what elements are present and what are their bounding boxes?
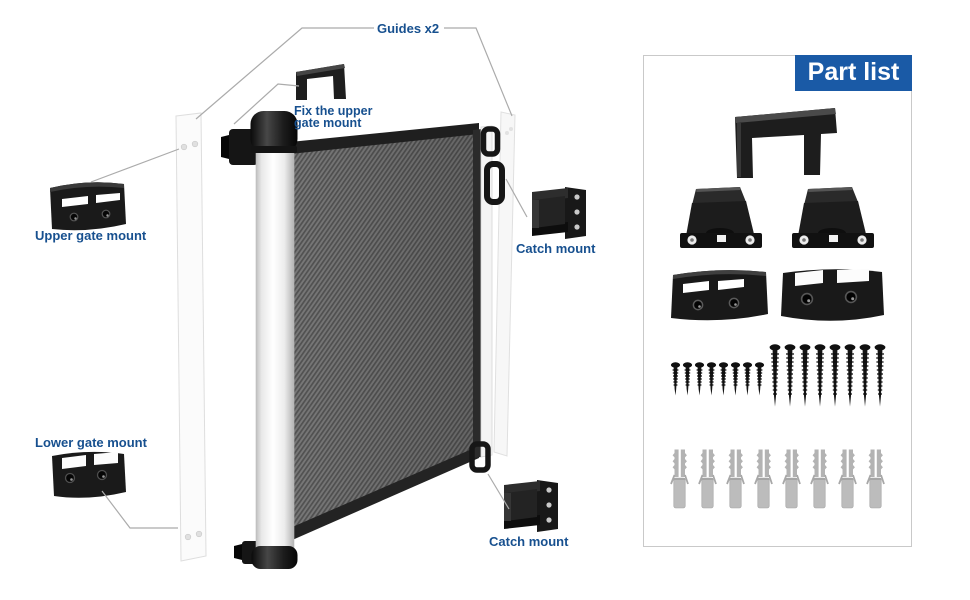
wall-anchor-icon [754,449,773,509]
long-screw-icon [784,344,796,407]
left-guide-strip [175,112,207,562]
short-screw-icon [730,362,741,396]
short-screws-row [670,362,765,396]
upper-gate-mount-part [50,182,126,231]
catch-mounts-row [680,186,874,256]
leader-lines [90,27,528,529]
upper-gate-mount-icon [671,270,768,321]
label-guides: Guides x2 [377,21,440,36]
long-screw-icon [874,344,886,407]
label-fix-upper-line1: Fix the upper [294,104,373,118]
wall-anchor-icon [698,449,717,509]
part-list-header: Part list [795,55,912,91]
wall-anchors-row [670,448,885,510]
long-screw-icon [799,344,811,407]
short-screw-icon [670,362,681,396]
wall-anchor-icon [838,449,857,509]
short-screw-icon [682,362,693,396]
lower-gate-mount-icon [781,269,884,321]
short-screw-icon [742,362,753,396]
catch-mount-icon [792,187,874,248]
catch-mount-part-bottom [504,480,558,532]
long-screw-icon [769,344,781,407]
long-screws-row [768,344,887,408]
wall-anchor-icon [726,449,745,509]
wall-anchor-icon [810,449,829,509]
catch-mount-icon [680,187,762,248]
wall-anchor-icon [782,449,801,509]
roller-top-cap [250,111,298,152]
lower-gate-mount-part [52,451,126,498]
short-screw-icon [706,362,717,396]
short-screw-icon [718,362,729,396]
gate-mesh [290,123,493,541]
gate-roller [221,111,298,569]
guide-clamp-part [296,64,346,100]
label-fix-upper-line2: gate mount [294,115,362,130]
label-catch-mount-bottom: Catch mount [489,534,569,549]
label-upper-gate-mount: Upper gate mount [35,228,147,243]
label-catch-mount-top: Catch mount [516,241,596,256]
part-list-panel: Part list [643,55,912,547]
short-screw-icon [694,362,705,396]
gate-assembly-illustration [50,27,586,569]
long-screw-icon [859,344,871,407]
label-lower-gate-mount: Lower gate mount [35,435,147,450]
long-screw-icon [814,344,826,407]
wall-anchor-icon [670,449,689,509]
gate-catch-hooks [469,126,505,473]
catch-mount-part-top [532,187,586,239]
label-fix-upper-gate-mount: Fix the upper gate mount [294,104,384,130]
guide-clamp-icon [735,108,837,178]
wall-anchor-icon [866,449,885,509]
long-screw-icon [829,344,841,407]
roller-bottom-cap [251,546,298,569]
long-screw-icon [844,344,856,407]
short-screw-icon [754,362,765,396]
